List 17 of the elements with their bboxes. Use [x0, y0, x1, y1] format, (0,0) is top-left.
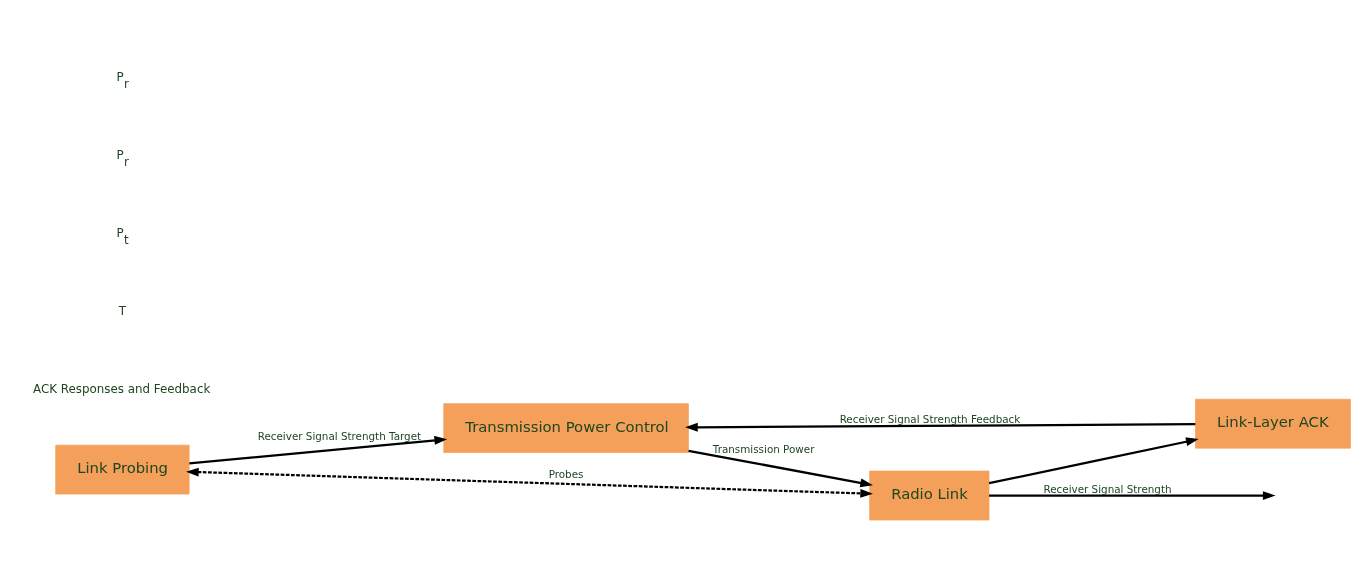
node-box: Radio Link	[869, 470, 990, 520]
node-box: Link Probing	[55, 444, 190, 494]
arrow	[989, 490, 1276, 500]
arrow	[685, 422, 1196, 432]
edge-label: Probes	[548, 467, 584, 480]
node-box: Link-Layer ACK	[1195, 398, 1351, 448]
arrow	[688, 449, 873, 487]
edge-label: Receiver Signal Strength Target	[257, 429, 422, 442]
node-box: Transmission Power Control	[443, 402, 689, 453]
label: T	[118, 303, 126, 318]
edge-label: Transmission Power	[712, 442, 815, 455]
edge-label: Receiver Signal Strength	[1043, 482, 1172, 495]
label: ACK Responses and Feedback	[33, 381, 211, 396]
arrow	[186, 467, 873, 498]
arrow	[988, 436, 1199, 484]
arrow	[189, 435, 448, 464]
edge-label: Receiver Signal Strength Feedback	[839, 412, 1021, 425]
